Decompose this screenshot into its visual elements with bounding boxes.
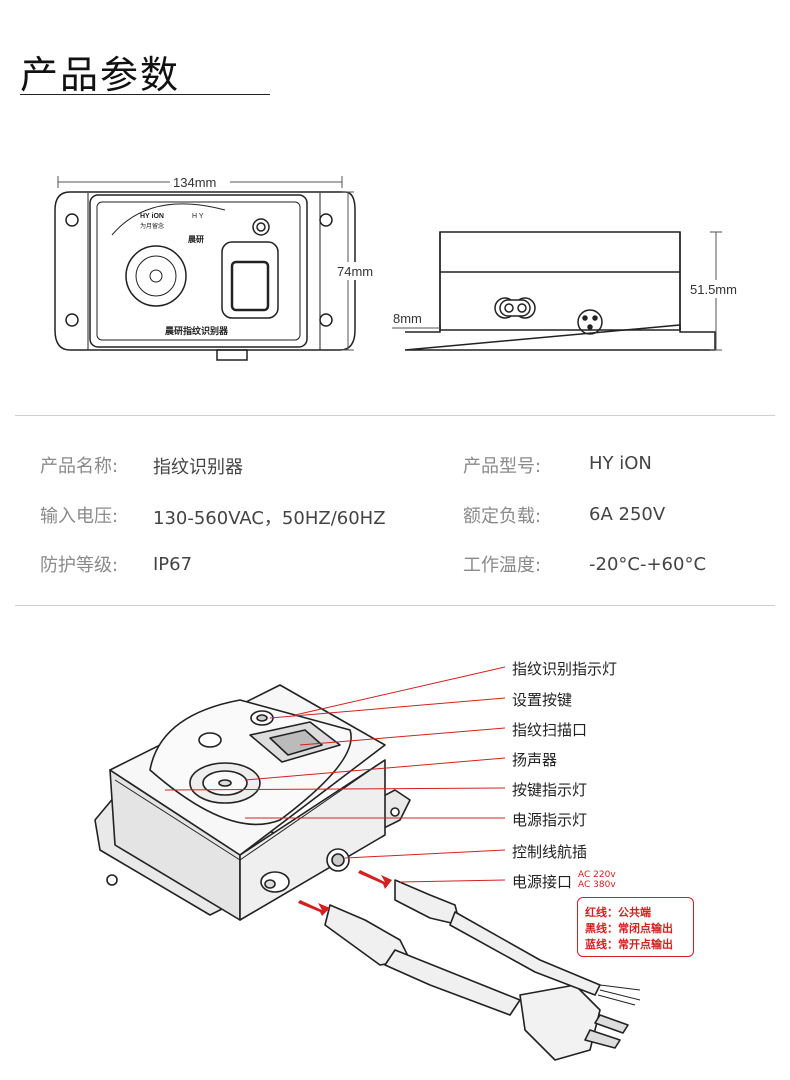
speaker-grille bbox=[125, 245, 187, 307]
spec-input-voltage: 输入电压: 130-560VAC，50HZ/60HZ bbox=[40, 506, 386, 529]
spec-product-name: 产品名称: 指纹识别器 bbox=[40, 456, 243, 478]
wire-blue: 蓝线：常开点输出 bbox=[585, 938, 673, 951]
dimension-drawing: 134mm 74mm 51.5mm 8mm HY iON 为月留念 H Y 晨研… bbox=[54, 174, 748, 361]
wire-black: 黑线：常闭点输出 bbox=[585, 922, 673, 935]
separator-top bbox=[15, 415, 775, 416]
wire-red: 红线：公共端 bbox=[585, 906, 651, 919]
dim-base: 8mm bbox=[393, 311, 422, 326]
spec-temperature: 工作温度: -20°C-+60°C bbox=[463, 554, 707, 576]
front-view-outline bbox=[54, 191, 356, 351]
device-logo-sub: 为月留念 bbox=[140, 222, 164, 230]
callout-power-indicator: 电源指示灯 bbox=[512, 811, 588, 829]
device-diagram bbox=[94, 666, 641, 1061]
power-spec: AC 220v AC 380v bbox=[578, 870, 616, 890]
dim-width: 134mm bbox=[173, 175, 216, 190]
spec-rated-load: 额定负载: 6A 250V bbox=[463, 504, 666, 527]
dim-height: 74mm bbox=[337, 264, 373, 279]
device-brand: 晨研 bbox=[188, 234, 204, 244]
callout-power-port: 电源接口 bbox=[512, 873, 573, 891]
callout-fingerprint-indicator: 指纹识别指示灯 bbox=[512, 660, 618, 678]
device-logo: HY iON bbox=[140, 213, 164, 220]
aviation-plug-drawing bbox=[577, 309, 603, 335]
setting-button-drawing bbox=[252, 218, 270, 236]
callout-button-indicator: 按键指示灯 bbox=[512, 781, 588, 799]
callout-fingerprint-port: 指纹扫描口 bbox=[512, 721, 588, 739]
side-view-outline bbox=[439, 231, 681, 331]
front-panel bbox=[89, 194, 308, 348]
fingerprint-window bbox=[221, 241, 279, 319]
callout-control-plug: 控制线航插 bbox=[512, 843, 588, 861]
device-model-name: 晨研指纹识别器 bbox=[165, 325, 229, 337]
title-underline bbox=[20, 94, 270, 95]
wire-legend: 红线：公共端 黑线：常闭点输出 蓝线：常开点输出 bbox=[577, 897, 694, 957]
callout-setting-button: 设置按键 bbox=[512, 691, 573, 709]
spec-model: 产品型号: HY iON bbox=[463, 453, 652, 477]
callout-speaker: 扬声器 bbox=[512, 751, 558, 769]
spec-protection: 防护等级: IP67 bbox=[40, 554, 193, 576]
separator-bottom bbox=[15, 605, 775, 606]
power-plug bbox=[519, 984, 601, 1061]
device-badge: H Y bbox=[192, 213, 204, 220]
section-title: 产品参数 bbox=[20, 53, 181, 97]
dim-depth: 51.5mm bbox=[690, 282, 737, 297]
